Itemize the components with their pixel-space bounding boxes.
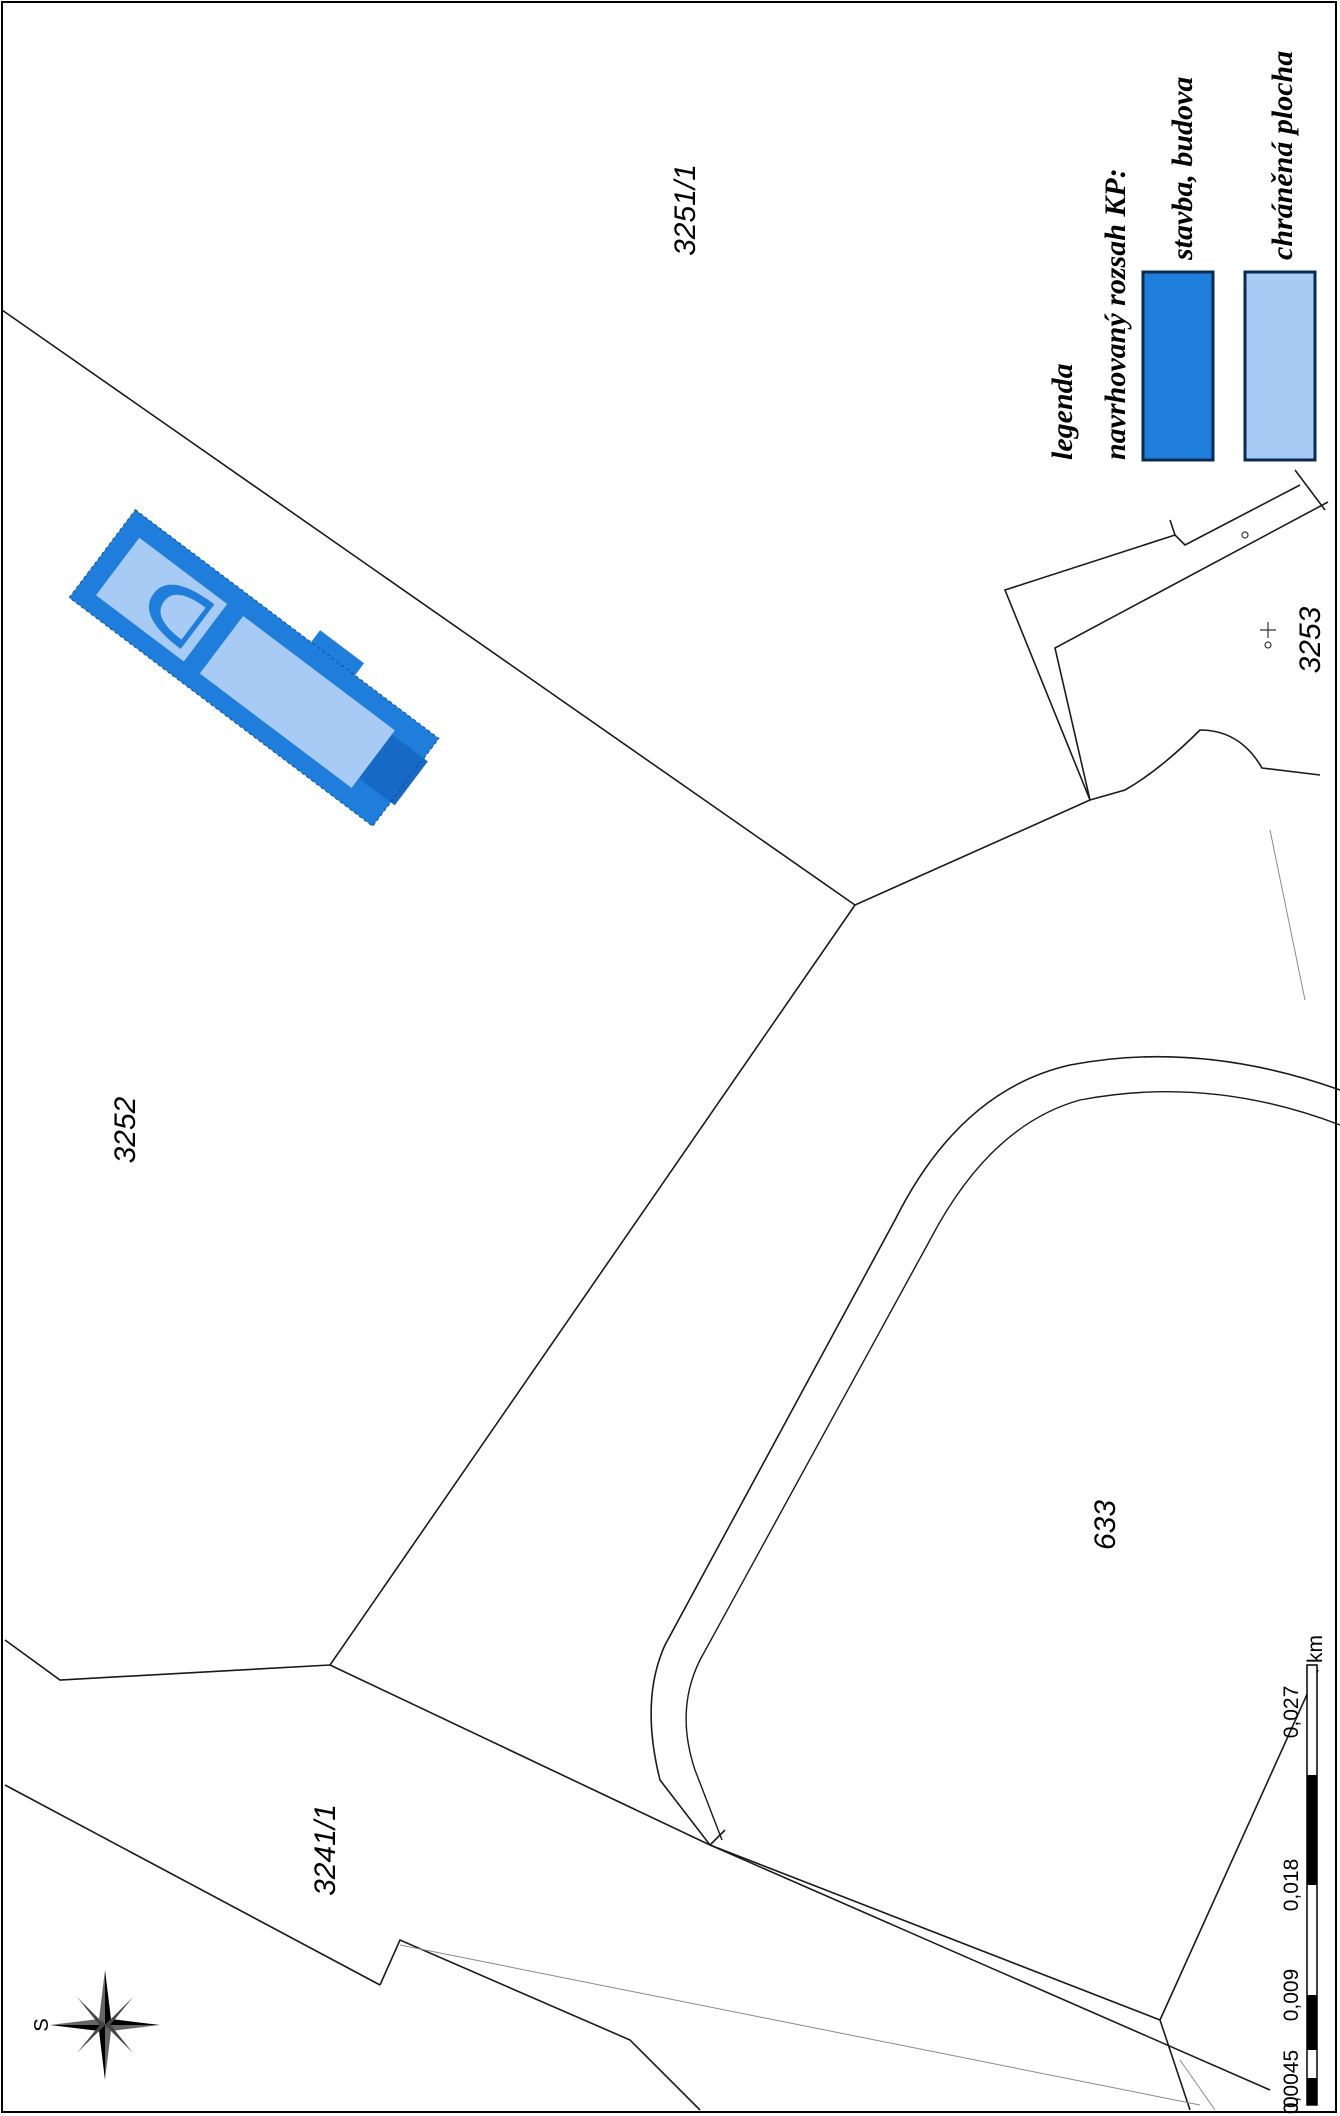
boundary-line bbox=[329, 904, 856, 1666]
compass-ray bbox=[99, 1970, 105, 2025]
north-arrow-letter: S bbox=[31, 2018, 53, 2031]
compass-ray bbox=[105, 2025, 111, 2080]
minor-lines bbox=[399, 829, 1306, 2111]
boundary-line bbox=[1159, 1669, 1319, 2021]
legend-subtitle: navrhovaný rozsah KP: bbox=[1099, 168, 1132, 460]
boundary-line bbox=[1159, 2019, 1191, 2111]
scale-label-0045: 0,0045 bbox=[1280, 2050, 1303, 2114]
legend-swatch-building bbox=[1141, 270, 1215, 462]
road-outline bbox=[709, 1829, 726, 1846]
parcel-label-3251-1: 3251/1 bbox=[669, 164, 702, 256]
monument-footprint bbox=[68, 509, 440, 827]
boundary-line bbox=[1003, 484, 1301, 801]
wall-detail bbox=[68, 509, 440, 827]
cross-marker bbox=[1260, 622, 1276, 638]
scale-label-009: 0,009 bbox=[1280, 1969, 1303, 2022]
protected-nave bbox=[199, 615, 395, 788]
road-outline bbox=[685, 1090, 1340, 1841]
scale-label-018: 0,018 bbox=[1280, 1859, 1303, 1912]
scale-unit: km bbox=[1304, 1635, 1327, 1663]
boundary-line bbox=[4, 1639, 331, 1681]
scale-label-0: 0 bbox=[1280, 2096, 1303, 2108]
boundary-line bbox=[1, 309, 856, 906]
compass-ray bbox=[105, 1970, 111, 2025]
building-annex bbox=[308, 630, 365, 680]
compass-ray bbox=[105, 2019, 160, 2025]
boundary-line bbox=[4, 1784, 381, 1986]
apse-inner bbox=[160, 594, 206, 640]
legend: legenda navrhovaný rozsah KP: stavba, bu… bbox=[1046, 51, 1317, 462]
boundary-line bbox=[854, 799, 1091, 906]
boundary-line bbox=[1089, 729, 1321, 801]
point-marker bbox=[1241, 531, 1249, 539]
minor-line bbox=[399, 1944, 1201, 2106]
compass-rose-icon bbox=[50, 1970, 160, 2080]
point-marker bbox=[1264, 641, 1272, 649]
parcel-label-3252: 3252 bbox=[109, 1096, 142, 1163]
scale-bar: 0 0,0045 0,009 0,018 0,027 km bbox=[1280, 1635, 1327, 2114]
compass-ray bbox=[50, 2025, 105, 2031]
building-tower bbox=[358, 734, 428, 806]
legend-item-protected: chráněná plocha bbox=[1266, 51, 1299, 260]
parcel-label-3253: 3253 bbox=[1294, 606, 1327, 673]
parcel-label-633: 633 bbox=[1089, 1500, 1122, 1550]
compass-ray bbox=[105, 2025, 160, 2031]
compass-ray bbox=[77, 1997, 105, 2027]
legend-swatch-protected bbox=[1243, 270, 1317, 462]
legend-title: legenda bbox=[1046, 363, 1079, 460]
point-markers bbox=[1241, 531, 1276, 649]
compass-ray bbox=[77, 2021, 105, 2053]
parcel-boundaries bbox=[1, 309, 1340, 2111]
legend-item-building: stavba, budova bbox=[1166, 77, 1199, 261]
scale-label-027: 0,027 bbox=[1280, 1686, 1303, 1739]
compass-ray bbox=[105, 2023, 133, 2053]
boundary-line bbox=[329, 1664, 1161, 2021]
scale-segment bbox=[1307, 2078, 1317, 2105]
minor-line bbox=[1269, 829, 1306, 1001]
compass-ray bbox=[105, 1997, 133, 2029]
road-outline bbox=[650, 1055, 1340, 2091]
boundary-line bbox=[1054, 501, 1329, 801]
scale-segment bbox=[1307, 1995, 1317, 2050]
compass-ray bbox=[50, 2019, 105, 2025]
scale-segment bbox=[1307, 1775, 1317, 1885]
parcel-label-3241-1: 3241/1 bbox=[309, 1804, 342, 1896]
boundary-line bbox=[379, 1938, 701, 2111]
compass-ray bbox=[99, 2025, 105, 2080]
boundary-line bbox=[1169, 519, 1176, 536]
minor-line bbox=[1179, 2059, 1216, 2111]
boundary-line bbox=[1294, 469, 1326, 511]
